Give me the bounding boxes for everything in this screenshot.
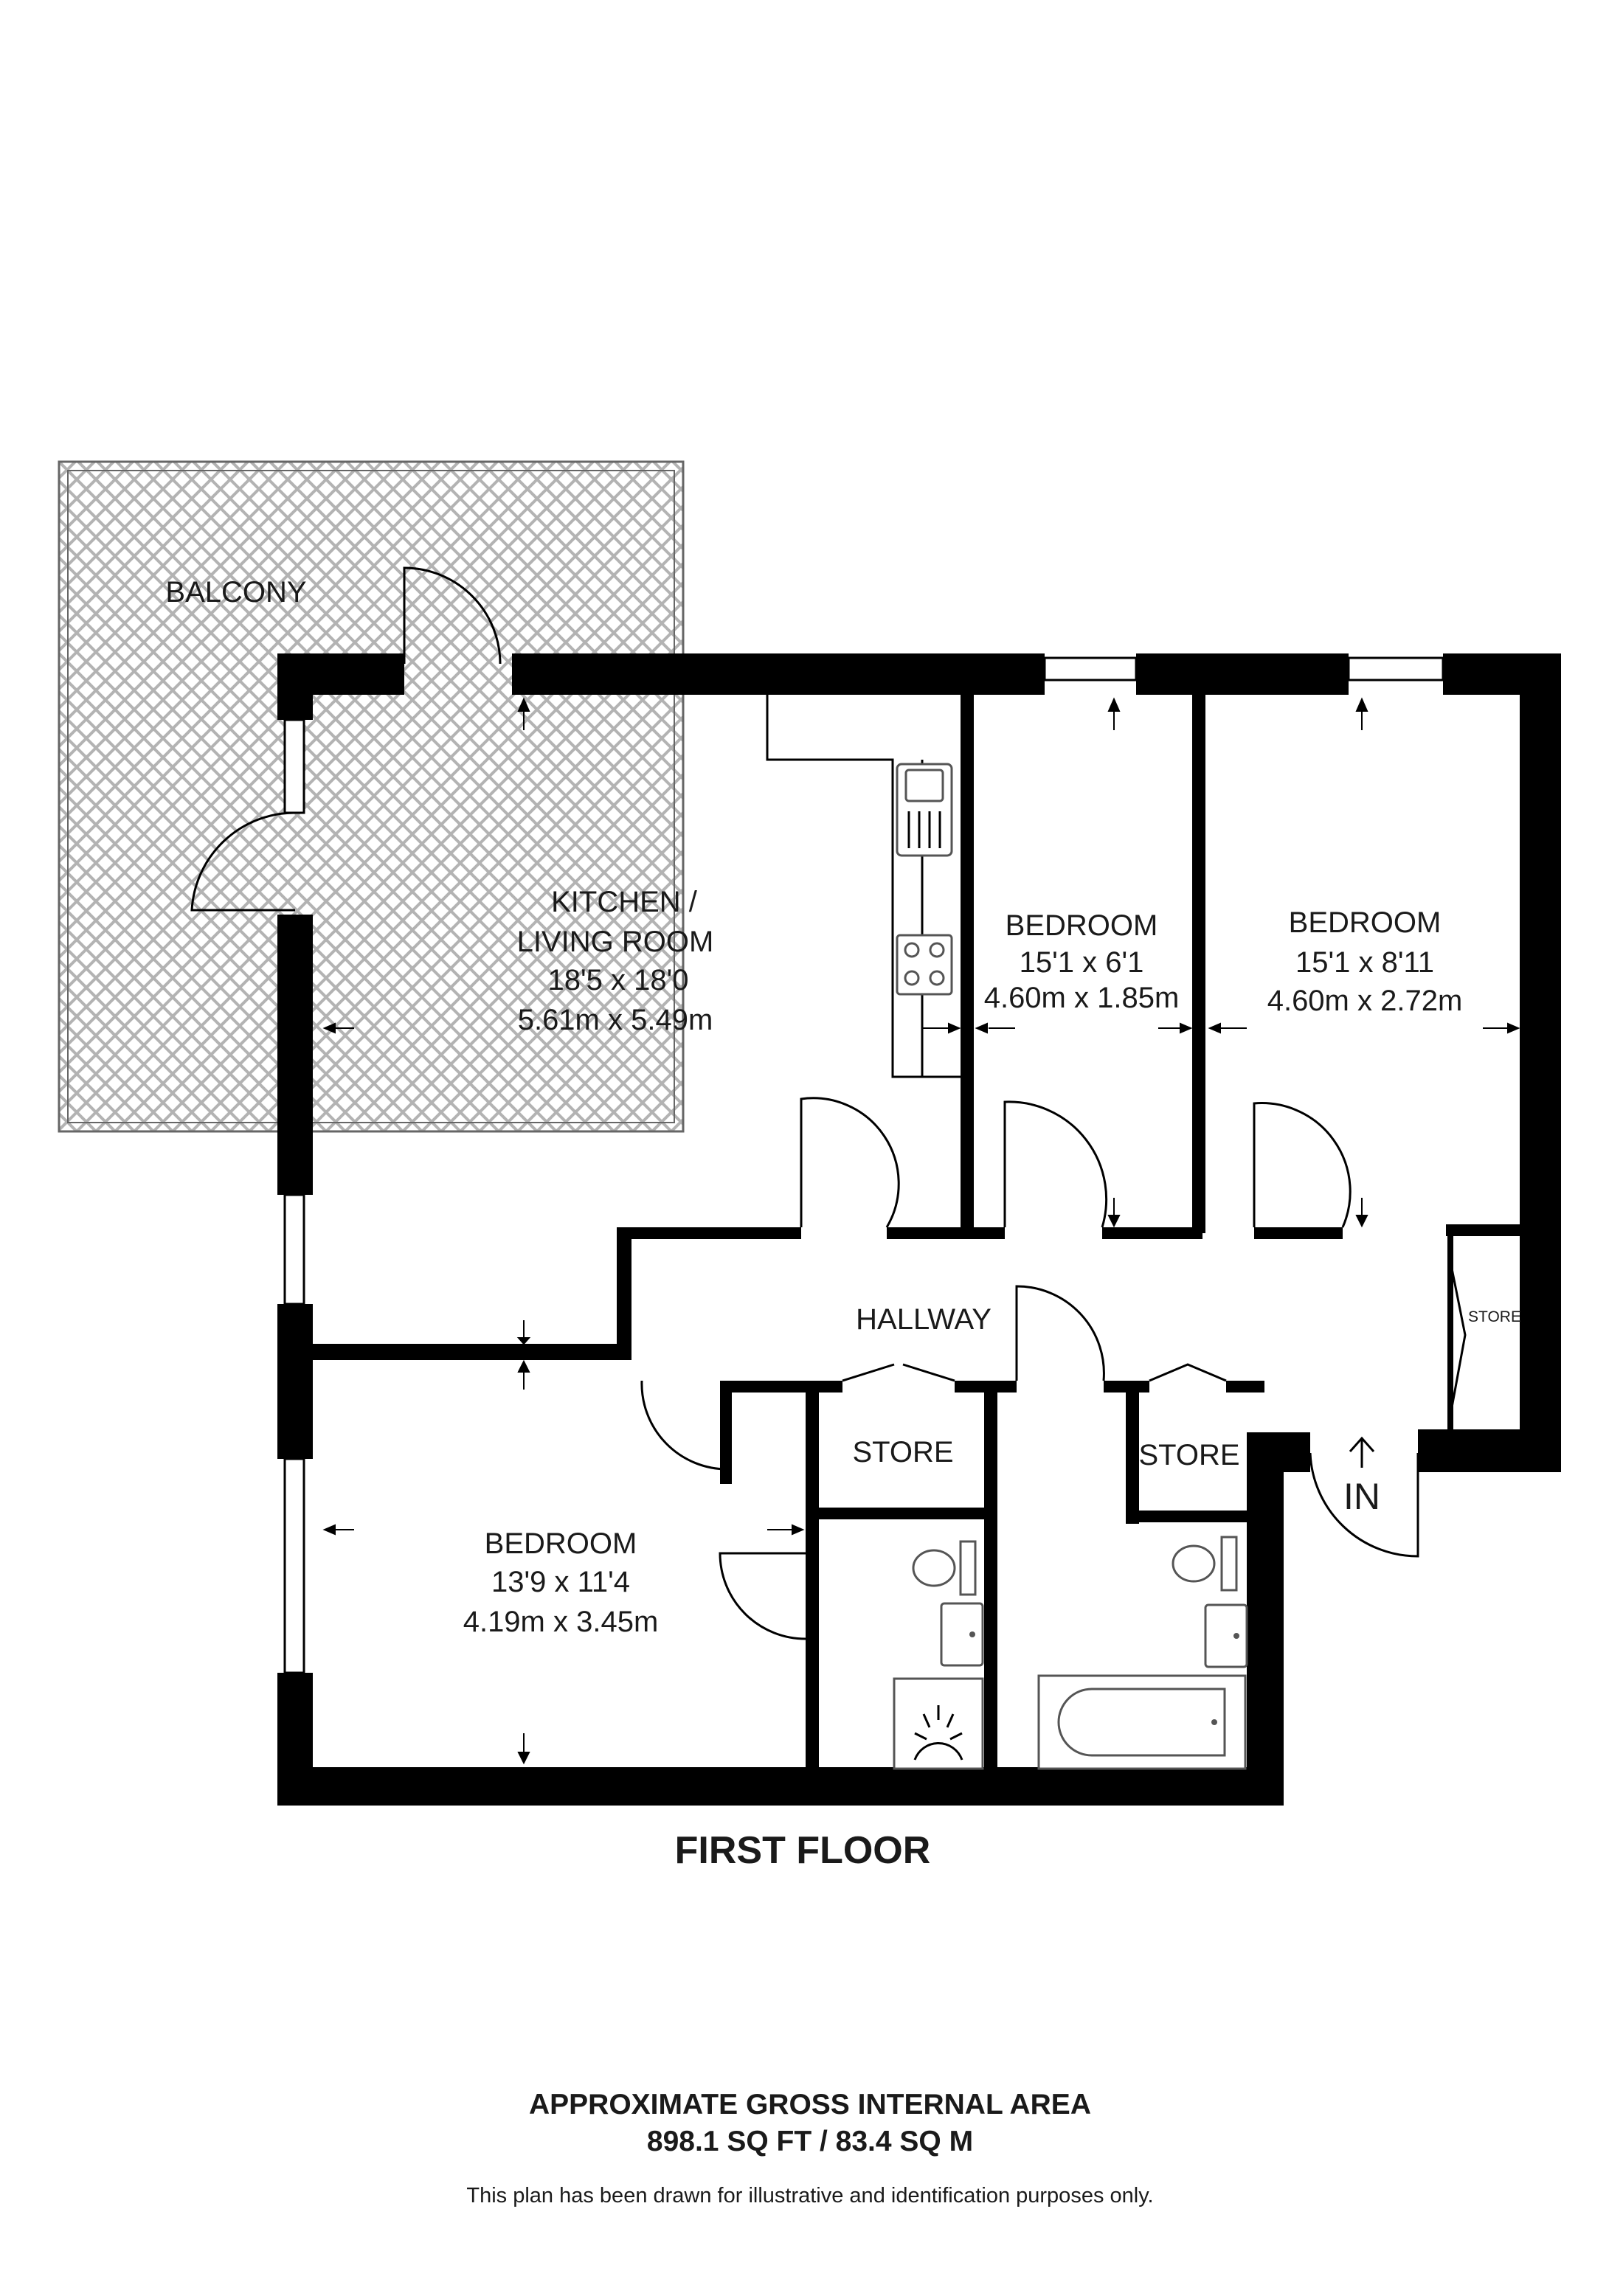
svg-text:4.60m x 1.85m: 4.60m x 1.85m xyxy=(984,982,1180,1014)
balcony-label: BALCONY xyxy=(165,576,306,608)
svg-text:LIVING ROOM: LIVING ROOM xyxy=(517,926,714,958)
disclaimer-text: This plan has been drawn for illustrativ… xyxy=(466,2184,1153,2207)
hob-icon xyxy=(896,934,953,996)
hallway-label: HALLWAY xyxy=(856,1303,992,1336)
svg-text:13'9 x 11'4: 13'9 x 11'4 xyxy=(491,1566,630,1598)
exterior-walls xyxy=(277,653,1561,1806)
bedroom-bottom-label: BEDROOM 13'9 x 11'4 4.19m x 3.45m xyxy=(463,1527,659,1638)
svg-text:15'1 x 6'1: 15'1 x 6'1 xyxy=(1020,946,1144,979)
entrance-label: IN xyxy=(1343,1476,1380,1517)
area-title: APPROXIMATE GROSS INTERNAL AREA xyxy=(529,2089,1091,2120)
svg-text:4.60m x 2.72m: 4.60m x 2.72m xyxy=(1267,985,1463,1017)
kitchen-counter xyxy=(766,695,961,1078)
floor-title: FIRST FLOOR xyxy=(675,1829,931,1872)
svg-text:BEDROOM: BEDROOM xyxy=(1006,909,1158,942)
store-label: STORE xyxy=(1138,1439,1239,1471)
svg-text:5.61m x 5.49m: 5.61m x 5.49m xyxy=(518,1004,713,1036)
windows xyxy=(283,656,1444,1674)
svg-text:KITCHEN /: KITCHEN / xyxy=(551,886,698,918)
sink-icon xyxy=(896,763,953,857)
toilet-icon xyxy=(1172,1536,1238,1592)
svg-text:BEDROOM: BEDROOM xyxy=(485,1527,637,1560)
bedroom-right-label: BEDROOM 15'1 x 8'11 4.60m x 2.72m xyxy=(1267,906,1463,1017)
bath-icon xyxy=(1037,1674,1247,1770)
svg-text:18'5 x 18'0: 18'5 x 18'0 xyxy=(548,964,689,996)
store-label: STORE xyxy=(852,1436,953,1468)
balcony xyxy=(58,460,685,1133)
svg-text:4.19m x 3.45m: 4.19m x 3.45m xyxy=(463,1606,659,1638)
entrance-arrow-icon xyxy=(1349,1436,1375,1468)
doors xyxy=(190,566,1467,1640)
interior-walls xyxy=(313,681,1526,1806)
kitchen-living-room-label: KITCHEN / LIVING ROOM 18'5 x 18'0 5.61m … xyxy=(517,886,714,1036)
shower-icon xyxy=(893,1677,984,1770)
area-value: 898.1 SQ FT / 83.4 SQ M xyxy=(647,2126,973,2157)
dimension-arrows xyxy=(322,697,1520,1765)
basin-icon xyxy=(1204,1603,1248,1668)
toilet-icon xyxy=(912,1540,977,1596)
svg-text:15'1 x 8'11: 15'1 x 8'11 xyxy=(1295,946,1434,979)
basin-icon xyxy=(940,1602,984,1667)
bedroom-small-label: BEDROOM 15'1 x 6'1 4.60m x 1.85m xyxy=(984,909,1180,1014)
store-label: STORE xyxy=(1468,1308,1521,1325)
svg-text:BEDROOM: BEDROOM xyxy=(1289,906,1442,939)
